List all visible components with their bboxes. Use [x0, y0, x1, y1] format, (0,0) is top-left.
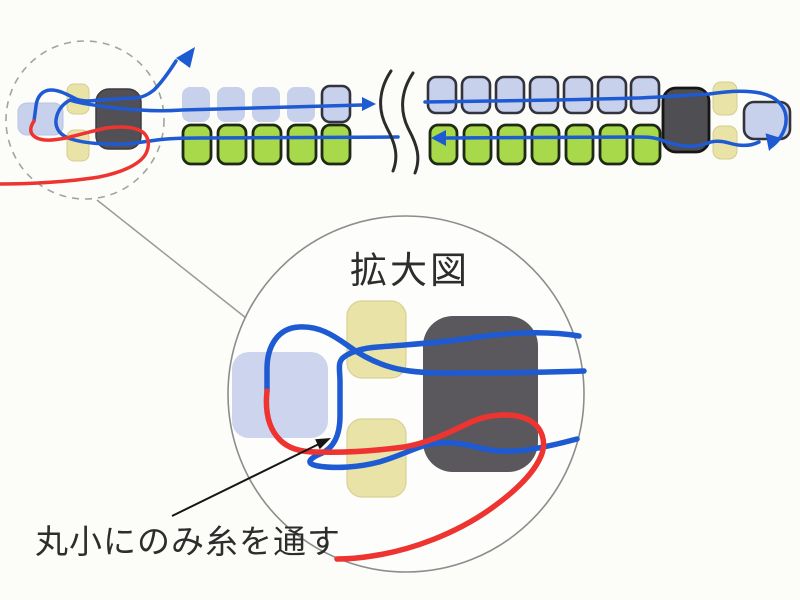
arrowhead-down-icon — [765, 133, 782, 151]
thread-blue-main-magnified — [307, 329, 582, 471]
magnified-view-circle — [227, 215, 585, 573]
bead-blue-outlined — [629, 75, 661, 115]
bead-blue-plain — [252, 87, 280, 122]
annotation-arrow-line — [171, 442, 322, 517]
arrowhead-up-icon — [176, 47, 195, 68]
right-bead-cluster — [661, 81, 792, 160]
bead-green — [320, 123, 352, 166]
bead-green — [181, 123, 213, 166]
bottom-row-right-beads — [428, 123, 662, 166]
left-bead-cluster — [17, 83, 142, 162]
thread-blue-right-bottom — [445, 135, 761, 148]
bead-blue-plain — [287, 87, 315, 122]
bead-green — [251, 123, 283, 166]
magnified-threads — [263, 324, 587, 562]
break-squiggle-left — [379, 69, 398, 173]
thread-blue-right-top — [423, 89, 788, 148]
bead-blue-outlined — [426, 75, 458, 115]
bead-green — [564, 123, 595, 166]
bottom-row-left-beads — [181, 123, 352, 166]
bead-green — [496, 123, 527, 166]
thread-red-tail — [0, 119, 151, 186]
arrowhead-right-icon — [362, 97, 376, 111]
bead-blue-outlined — [562, 75, 594, 115]
bead-blue-outlined — [494, 75, 526, 115]
bead-green — [530, 123, 561, 166]
bead-large-blue-magnified — [232, 352, 328, 438]
thread-blue-loop-magnified — [264, 324, 587, 394]
bead-green — [216, 123, 248, 166]
bead-small-yellow-top — [712, 81, 738, 116]
bead-blue-plain — [217, 87, 245, 122]
bead-green — [286, 123, 318, 166]
dashed-focus-circle — [5, 40, 165, 200]
break-squiggle-right — [401, 71, 420, 175]
break-mark — [379, 69, 420, 175]
bead-dark-gray — [661, 86, 711, 154]
bead-small-yellow-top-magnified — [346, 300, 407, 379]
bead-blue-outlined — [528, 75, 560, 115]
bead-green — [462, 123, 493, 166]
bead-green — [631, 123, 662, 166]
arrowhead-left-icon — [431, 130, 446, 146]
thread-red-magnified — [263, 388, 547, 562]
bead-green — [598, 123, 629, 166]
annotation-label: 丸小にのみ糸を通す — [35, 523, 341, 560]
top-row-right-beads — [426, 75, 661, 115]
magnified-view-title: 拡大図 — [350, 250, 470, 291]
bead-dark-gray — [95, 88, 142, 150]
bead-blue-outlined — [460, 75, 492, 115]
annotation-arrow — [171, 438, 331, 517]
bead-small-yellow-bottom-magnified — [346, 418, 407, 498]
top-row-left-beads — [182, 84, 352, 124]
thread-blue-exit-arrow — [32, 59, 178, 123]
magnifier-connector-line — [96, 199, 247, 319]
bead-blue-plain — [182, 87, 210, 122]
thread-red-small — [0, 119, 151, 186]
annotation-arrowhead-icon — [315, 438, 331, 450]
bead-blue-outlined — [596, 75, 628, 115]
